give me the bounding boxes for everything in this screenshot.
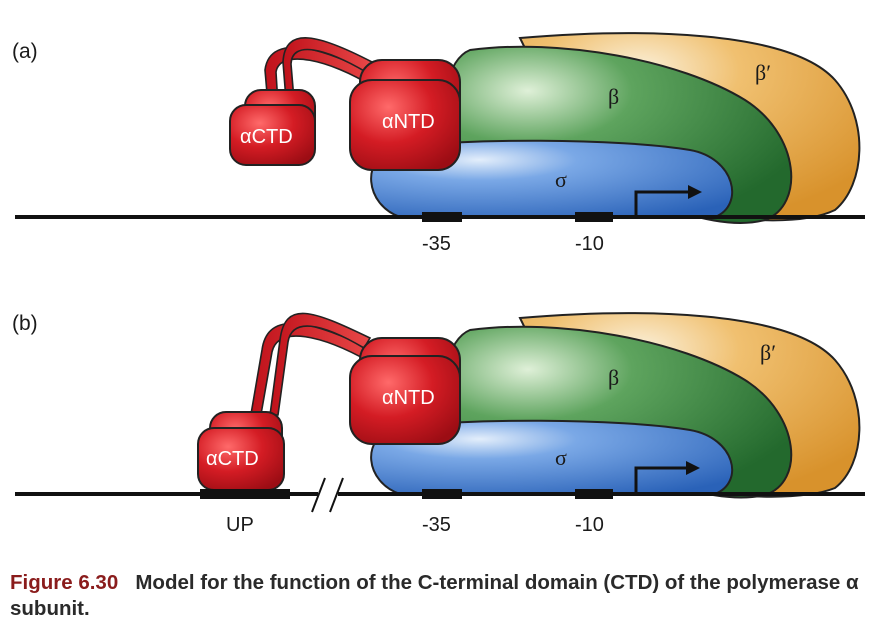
sigma-subunit — [370, 419, 734, 495]
minus35-label-b: -35 — [422, 514, 451, 536]
beta-label-a: β — [608, 84, 619, 109]
sigma-label-a: σ — [555, 167, 567, 192]
beta-label-b: β — [608, 365, 619, 390]
minus35-element-a — [422, 212, 462, 222]
figure-number: Figure 6.30 — [10, 571, 119, 594]
sigma-label-b: σ — [555, 445, 567, 470]
beta-prime-label-a: β′ — [755, 60, 771, 85]
figure-caption: Figure 6.30 Model for the function of th… — [10, 570, 870, 622]
alpha-ctd-label-b: αCTD — [206, 448, 259, 470]
figure-caption-text: Model for the function of the C-terminal… — [10, 571, 859, 620]
minus10-label-b: -10 — [575, 514, 604, 536]
beta-prime-label-b: β′ — [760, 340, 776, 365]
panel-a: (a) αCTD αNTD β β′ σ -35 -10 — [12, 32, 865, 255]
minus10-label-a: -10 — [575, 233, 604, 255]
dna-break-mark — [311, 477, 326, 513]
alpha-ctd-label-a: αCTD — [240, 126, 293, 148]
sigma-subunit — [370, 139, 734, 218]
alpha-ntd-label-b: αNTD — [382, 387, 435, 409]
up-element-b — [200, 489, 290, 499]
up-label-b: UP — [226, 514, 254, 536]
alpha-ntd-a — [349, 79, 461, 171]
minus10-element-a — [575, 212, 613, 222]
alpha-ntd-b — [349, 355, 461, 445]
minus35-element-b — [422, 489, 462, 499]
rnap-ctd-model-figure: (a) αCTD αNTD β β′ σ -35 -10 (b) — [12, 32, 865, 536]
minus35-label-a: -35 — [422, 233, 451, 255]
transcription-start-arrow-a — [634, 190, 690, 217]
transcription-start-arrow-b — [634, 466, 688, 494]
panel-b-label: (b) — [12, 312, 38, 335]
panel-b: (b) αCTD αNTD β β′ σ UP -35 -10 — [12, 312, 865, 536]
alpha-ctd-a — [229, 104, 316, 166]
minus10-element-b — [575, 489, 613, 499]
panel-a-label: (a) — [12, 40, 38, 63]
alpha-ntd-label-a: αNTD — [382, 111, 435, 133]
